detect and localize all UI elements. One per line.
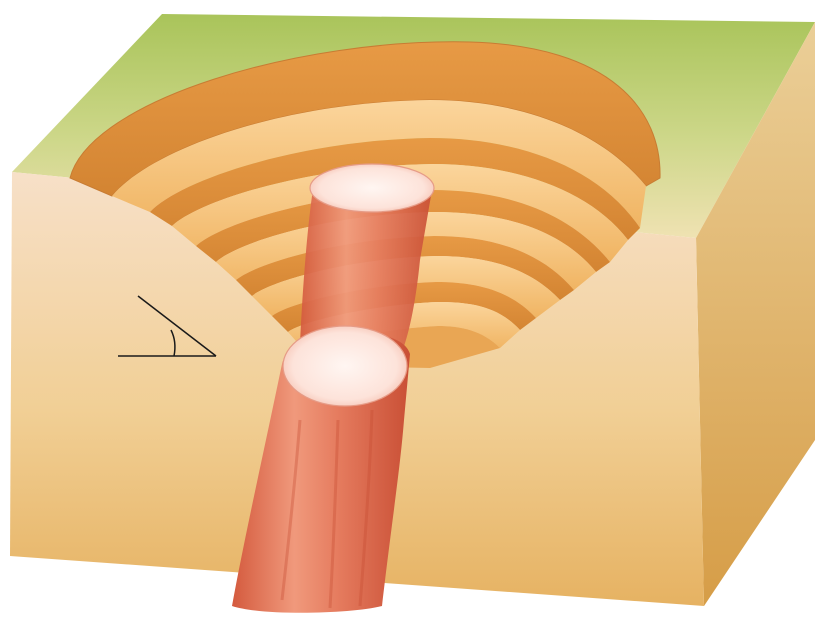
ore-pipe-upper-cap — [310, 164, 434, 212]
ore-pipe-lower-cap — [283, 326, 407, 406]
